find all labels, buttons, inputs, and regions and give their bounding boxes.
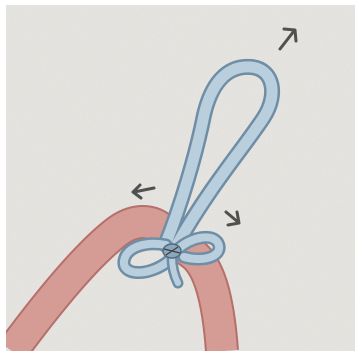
watercolor-knot-illustration [6,5,355,351]
